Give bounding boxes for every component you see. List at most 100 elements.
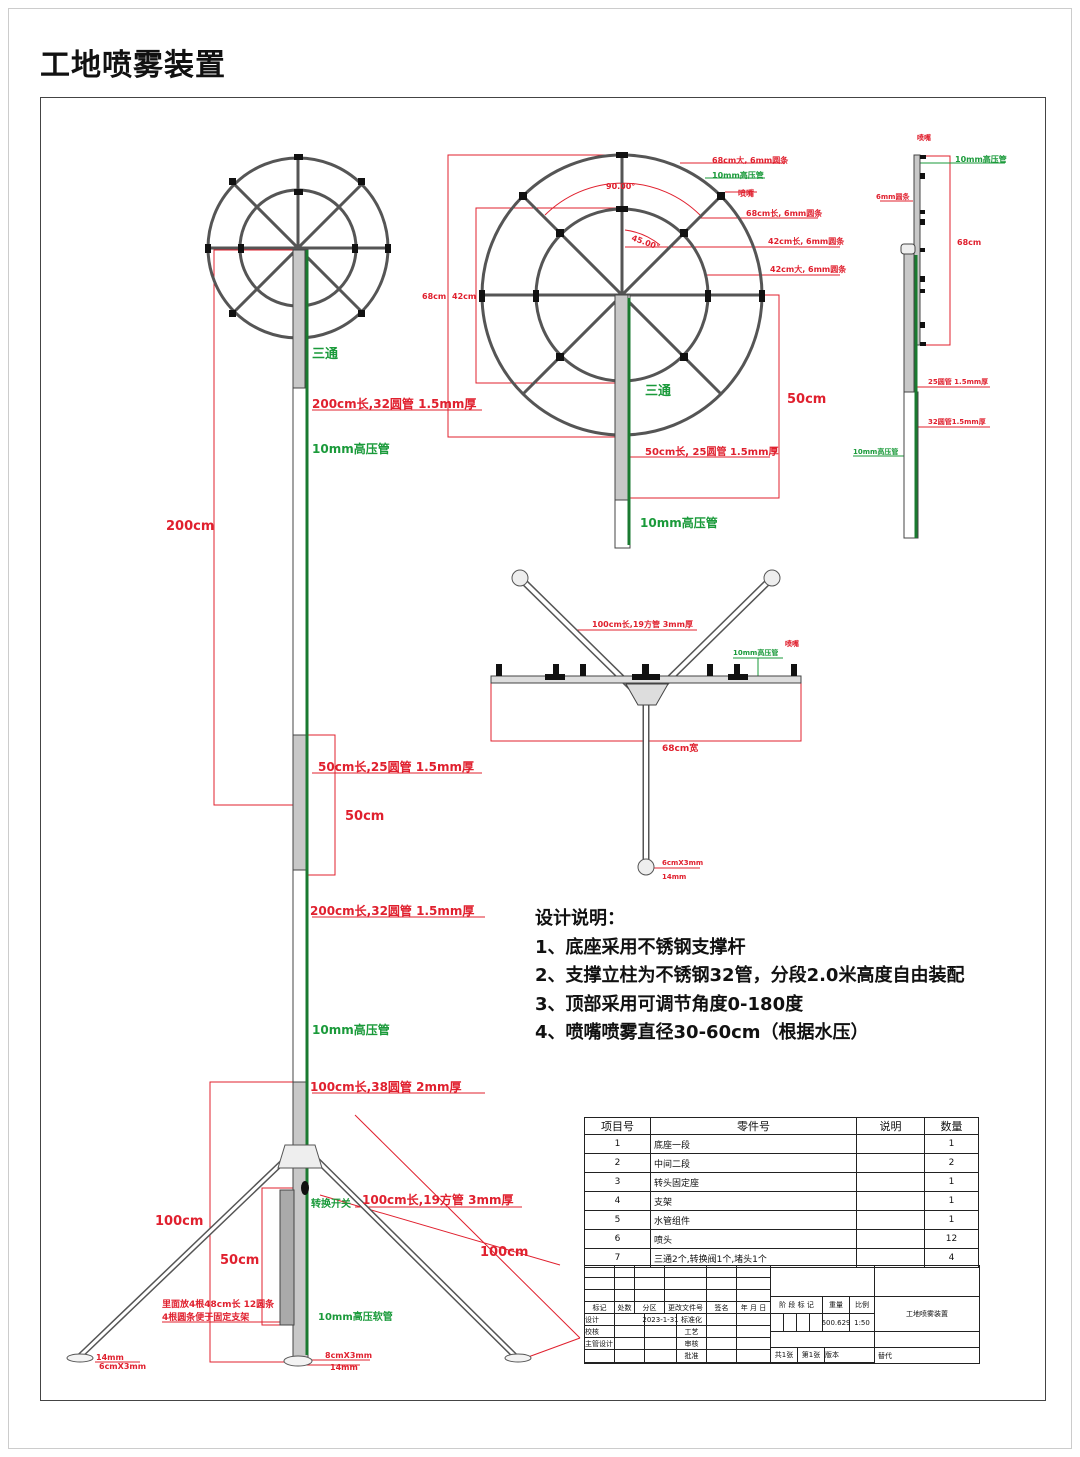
dim-top-68cm: 68cm [422, 292, 446, 301]
bracket-view: 100cm长,19方管 3mm厚 10mm高压管 喷嘴 68cm宽 6cmX3m… [490, 569, 802, 881]
tb-sign: 签名 [707, 1302, 737, 1314]
dim-100cm-left: 100cm [155, 1214, 203, 1229]
dim-100cm-right: 100cm [480, 1245, 528, 1260]
note-item: 4、喷嘴喷雾直径30-60cm（根据水压） [535, 1022, 869, 1043]
tb-review: 审核 [677, 1338, 707, 1350]
side-sleeve [903, 251, 915, 393]
header-qty: 数量 [924, 1117, 979, 1135]
table-header: 项目号 零件号 说明 数量 [584, 1117, 979, 1135]
tb-zone: 分区 [635, 1302, 665, 1314]
dim-200cm: 200cm [166, 519, 214, 534]
page-border [8, 8, 1072, 1449]
cell-desc [856, 1191, 925, 1211]
label-top-santong: 三通 [645, 383, 671, 399]
tb-drawing-name: 工地喷雾装置 [875, 1297, 979, 1332]
label-side-nozzle: 喷嘴 [917, 133, 931, 142]
box-note-1: 里面放4根48cm长 12圆条 [162, 1298, 275, 1310]
label-top-hose-bottom: 10mm高压管 [640, 515, 718, 530]
label-side-pipe25: 25圆管 1.5mm厚 [928, 377, 988, 386]
label-base: 100cm长,38圆管 2mm厚 [310, 1079, 461, 1094]
dim-bracket-width: 68cm宽 [662, 742, 698, 754]
tb-chief: 主管设计 [585, 1338, 615, 1350]
tb-replace: 替代 [878, 1351, 892, 1360]
tb-date-label: 年 月 日 [737, 1302, 771, 1314]
tb-weight: 600.629 [822, 1314, 850, 1332]
cell-desc [856, 1229, 925, 1249]
cell-no: 1 [584, 1134, 651, 1154]
top-view: 68cm大, 6mm圆条 10mm高压管 喷嘴 68cm长, 6mm圆条 42c… [422, 152, 847, 549]
angle-90: 90.00° [606, 182, 635, 191]
switch-valve [301, 1181, 309, 1195]
design-notes: 设计说明： 1、底座采用不锈钢支撑杆 2、支撑立柱为不锈钢32管，分段2.0米高… [535, 905, 995, 1048]
label-bracket-foot-b: 14mm [662, 873, 686, 881]
cell-desc [856, 1172, 925, 1192]
feet [66, 1353, 532, 1367]
cell-part: 水管组件 [650, 1210, 857, 1230]
cell-no: 4 [584, 1191, 651, 1211]
label-hose1: 10mm高压管 [312, 441, 390, 456]
side-nozzles [920, 155, 926, 346]
drawing-frame [40, 97, 1046, 1401]
header-item-no: 项目号 [584, 1117, 651, 1135]
cell-qty: 1 [924, 1191, 979, 1211]
label-santong: 三通 [312, 346, 338, 362]
bracket-nozzles [496, 664, 797, 680]
tb-count: 处数 [615, 1302, 635, 1314]
leg-bracket [277, 1144, 323, 1169]
cell-part: 转头固定座 [650, 1172, 857, 1192]
pivot-joint [900, 243, 916, 255]
cell-desc [856, 1210, 925, 1230]
cell-part: 底座一段 [650, 1134, 857, 1154]
label-leg: 100cm长,19方管 3mm厚 [362, 1192, 513, 1207]
header-desc: 说明 [856, 1117, 925, 1135]
foot-left-a: 14mm [96, 1353, 124, 1362]
notes-heading: 设计说明： [535, 908, 625, 929]
dim-50cm: 50cm [345, 809, 384, 824]
cell-desc [856, 1134, 925, 1154]
foot-center-b: 14mm [330, 1363, 358, 1372]
tb-scale-label: 比例 [850, 1297, 875, 1314]
label-sleeve: 50cm长,25圆管 1.5mm厚 [318, 759, 474, 774]
tb-check: 校核 [585, 1326, 615, 1338]
label-side-pipe32: 32圆管1.5mm厚 [928, 417, 986, 426]
front-view: 三通 200cm长,32圆管 1.5mm厚 10mm高压管 200cm 50cm… [66, 154, 581, 1372]
bracket-hub [625, 683, 669, 706]
cell-desc [856, 1153, 925, 1173]
cell-part: 中间二段 [650, 1153, 857, 1173]
cell-no: 2 [584, 1153, 651, 1173]
dim-top-42cm: 42cm [452, 292, 476, 301]
label-hose2: 10mm高压管 [312, 1022, 390, 1037]
tb-approve: 批准 [677, 1350, 707, 1363]
label-side-rod: 6mm圆条 [876, 192, 910, 201]
tb-sheet-no: 第1张 [798, 1348, 825, 1363]
cell-qty: 4 [924, 1248, 979, 1268]
top-tube [292, 249, 306, 389]
note-item: 2、支撑立柱为不锈钢32管，分段2.0米高度自由装配 [535, 965, 965, 986]
foot-center-a: 8cmX3mm [325, 1351, 372, 1360]
label-bracket-foot-a: 6cmX3mm [662, 859, 703, 867]
cell-qty: 1 [924, 1210, 979, 1230]
cell-no: 5 [584, 1210, 651, 1230]
tb-weight-label: 重量 [823, 1297, 850, 1314]
label-top-nozzle: 喷嘴 [738, 188, 754, 198]
tb-sheets: 共1张 [771, 1348, 798, 1363]
cell-part: 支架 [650, 1191, 857, 1211]
cell-qty: 1 [924, 1134, 979, 1154]
label-top-sleeve: 50cm长, 25圆管 1.5mm厚 [645, 445, 779, 458]
note-item: 3、顶部采用可调节角度0-180度 [535, 993, 804, 1015]
label-outer-ring: 68cm大, 6mm圆条 [712, 155, 789, 165]
note-item: 1、底座采用不锈钢支撑杆 [535, 936, 746, 958]
label-inner-spoke: 42cm长, 6mm圆条 [768, 236, 845, 246]
dim-50cm-box: 50cm [220, 1253, 259, 1268]
cell-qty: 1 [924, 1172, 979, 1192]
label-seg1: 200cm长,32圆管 1.5mm厚 [312, 396, 476, 411]
tb-change-doc: 更改文件号 [665, 1302, 707, 1314]
title-block: 标记 处数 分区 更改文件号 签名 年 月 日 设计 2023-1-31 标准化… [584, 1265, 980, 1364]
